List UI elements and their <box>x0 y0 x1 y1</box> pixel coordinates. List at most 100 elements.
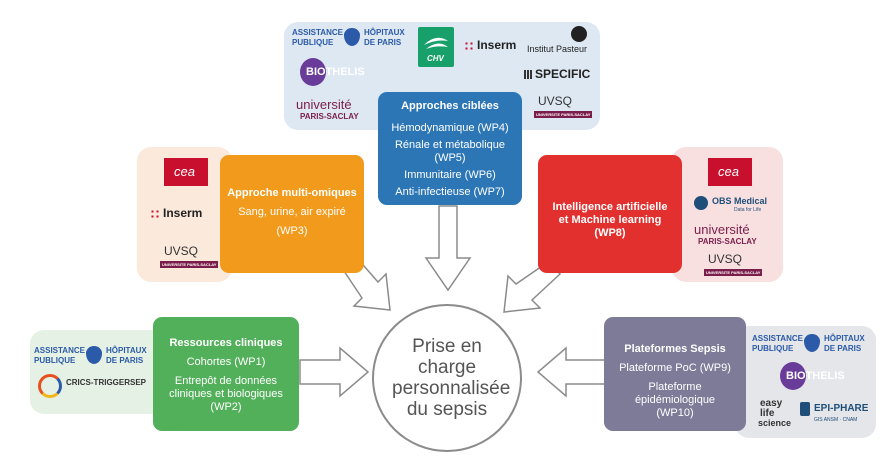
box-item: Cohortes (WP1) <box>186 356 266 368</box>
aphp-text: ASSISTANCE <box>34 346 85 355</box>
box-intelligence-artificielle: Intelligence artificielle et Machine lea… <box>538 155 682 273</box>
cea-text: cea <box>174 164 195 179</box>
universite-paris-saclay-logo: université PARIS-SACLAY <box>296 97 368 123</box>
epiphare-subtitle: GIS ANSM · CNAM <box>814 417 858 423</box>
biothelis-logo: BIOTHELIS <box>300 58 370 88</box>
box-title: Approche multi-omiques <box>227 187 357 199</box>
obs-medical-logo: OBS Medical Data for Life <box>694 194 778 216</box>
box-title: Plateformes Sepsis <box>624 343 726 355</box>
box-item: Anti-infectieuse (WP7) <box>395 186 505 198</box>
aphp-text: DE PARIS <box>824 344 862 353</box>
pasteur-emblem-icon <box>571 26 587 42</box>
institut-pasteur-logo: Institut Pasteur <box>527 26 595 56</box>
arrow-diagonal-right <box>503 261 562 313</box>
specific-logo: SPECIFIC <box>524 67 596 83</box>
aphp-text: HÔPITAUX <box>824 334 865 343</box>
box-item: Immunitaire (WP6) <box>404 169 496 181</box>
aphp-logo: ASSISTANCE PUBLIQUE HÔPITAUX DE PARIS <box>34 346 152 368</box>
uvsq-subtitle: UNIVERSITE PARIS-SACLAY <box>160 261 219 268</box>
chv-logo: CHV <box>418 27 454 67</box>
universite-text: université <box>296 97 352 112</box>
center-text: Prise en charge personnalisée du sepsis <box>392 336 511 420</box>
aphp-text: PUBLIQUE <box>34 356 76 365</box>
inserm-dots-icon <box>150 209 160 219</box>
arrow-left <box>536 346 607 398</box>
easy-text: science <box>758 418 792 428</box>
uvsq-logo: UVSQ UNIVERSITE PARIS-SACLAY <box>160 244 219 270</box>
box-item: Entrepôt de données cliniques et biologi… <box>169 375 283 413</box>
inserm-logo: Inserm <box>464 38 526 56</box>
epiphare-emblem-icon <box>800 402 810 416</box>
biothelis-emblem-icon <box>300 58 326 86</box>
biothelis-logo: BIOTHELIS <box>780 362 850 392</box>
aphp-emblem-icon <box>344 28 360 46</box>
aphp-emblem-icon <box>804 334 820 352</box>
cea-logo: cea <box>708 158 752 186</box>
box-approche-multi-omiques: Approche multi-omiques Sang, urine, air … <box>220 155 364 273</box>
uvsq-logo: UVSQ UNIVERSITE PARIS-SACLAY <box>534 94 593 120</box>
uvsq-text: UVSQ <box>708 252 743 266</box>
center-circle: Prise en charge personnalisée du sepsis <box>372 304 522 452</box>
cea-logo: cea <box>164 158 208 186</box>
crics-emblem-icon <box>38 374 62 398</box>
epi-phare-logo: EPI-PHARE GIS ANSM · CNAM <box>800 402 868 430</box>
inserm-text: Inserm <box>477 38 517 52</box>
box-title: Ressources cliniques <box>169 337 283 349</box>
aphp-text: DE PARIS <box>106 356 144 365</box>
box-item: Rénale et métabolique (WP5) <box>394 139 506 164</box>
uvsq-subtitle: UNIVERSITE PARIS-SACLAY <box>704 269 763 276</box>
aphp-text: PUBLIQUE <box>752 344 794 353</box>
specific-text: SPECIFIC <box>535 67 591 81</box>
arrow-right <box>299 346 370 398</box>
aphp-emblem-icon <box>86 346 102 364</box>
box-title: Approches ciblées <box>401 100 499 112</box>
crics-text: CRICS-TRIGGERSEP <box>66 378 147 387</box>
box-title: Intelligence artificielle et Machine lea… <box>552 201 668 239</box>
inserm-text: Inserm <box>163 206 203 220</box>
aphp-text: HÔPITAUX <box>106 346 147 355</box>
uvsq-logo: UVSQ UNIVERSITE PARIS-SACLAY <box>704 252 763 278</box>
pasteur-text: Institut Pasteur <box>527 44 588 54</box>
easy-text: easy <box>760 398 783 409</box>
box-item: (WP3) <box>276 225 308 237</box>
crics-triggersep-logo: CRICS-TRIGGERSEP <box>38 374 156 402</box>
aphp-logo: ASSISTANCE PUBLIQUE HÔPITAUX DE PARIS <box>292 28 410 50</box>
aphp-text: ASSISTANCE <box>292 28 343 37</box>
easy-life-science-logo: easy life science <box>758 398 794 432</box>
obs-subtitle: Data for Life <box>734 207 762 213</box>
uvsq-subtitle: UNIVERSITE PARIS-SACLAY <box>534 111 593 118</box>
paris-saclay-text: PARIS-SACLAY <box>300 112 359 121</box>
box-plateformes-sepsis: Plateformes Sepsis Plateforme PoC (WP9) … <box>604 317 746 431</box>
paris-saclay-text: PARIS-SACLAY <box>698 237 757 246</box>
easy-text: life <box>760 408 775 419</box>
arrow-down <box>424 205 472 292</box>
box-item: Hémodynamique (WP4) <box>391 122 509 134</box>
inserm-dots-icon <box>464 41 474 51</box>
partner-logos-panel-bottom-left <box>30 330 164 414</box>
biothelis-text: BIOTHELIS <box>306 66 365 78</box>
box-item: Plateforme PoC (WP9) <box>619 362 731 374</box>
box-approches-ciblees: Approches ciblées Hémodynamique (WP4) Ré… <box>378 92 522 205</box>
aphp-text: PUBLIQUE <box>292 38 334 47</box>
aphp-logo: ASSISTANCE PUBLIQUE HÔPITAUX DE PARIS <box>752 334 870 356</box>
cea-text: cea <box>718 164 739 179</box>
chv-emblem-icon <box>424 37 448 49</box>
box-ressources-cliniques: Ressources cliniques Cohortes (WP1) Entr… <box>153 317 299 431</box>
obs-text: OBS Medical <box>712 196 768 206</box>
uvsq-text: UVSQ <box>164 244 199 258</box>
inserm-logo: Inserm <box>150 206 210 224</box>
obs-emblem-icon <box>694 196 708 210</box>
aphp-text: HÔPITAUX <box>364 28 405 37</box>
universite-paris-saclay-logo: université PARIS-SACLAY <box>694 222 778 248</box>
box-item: Sang, urine, air expiré <box>238 206 346 218</box>
aphp-text: ASSISTANCE <box>752 334 803 343</box>
universite-text: université <box>694 222 750 237</box>
box-item: Plateforme épidémiologique (WP10) <box>634 381 716 419</box>
aphp-text: DE PARIS <box>364 38 402 47</box>
epiphare-text: EPI-PHARE <box>814 403 869 414</box>
uvsq-text: UVSQ <box>538 94 573 108</box>
biothelis-text: BIOTHELIS <box>786 370 845 382</box>
biothelis-emblem-icon <box>780 362 806 390</box>
chv-text: CHV <box>427 54 444 63</box>
specific-grid-icon <box>524 70 533 79</box>
